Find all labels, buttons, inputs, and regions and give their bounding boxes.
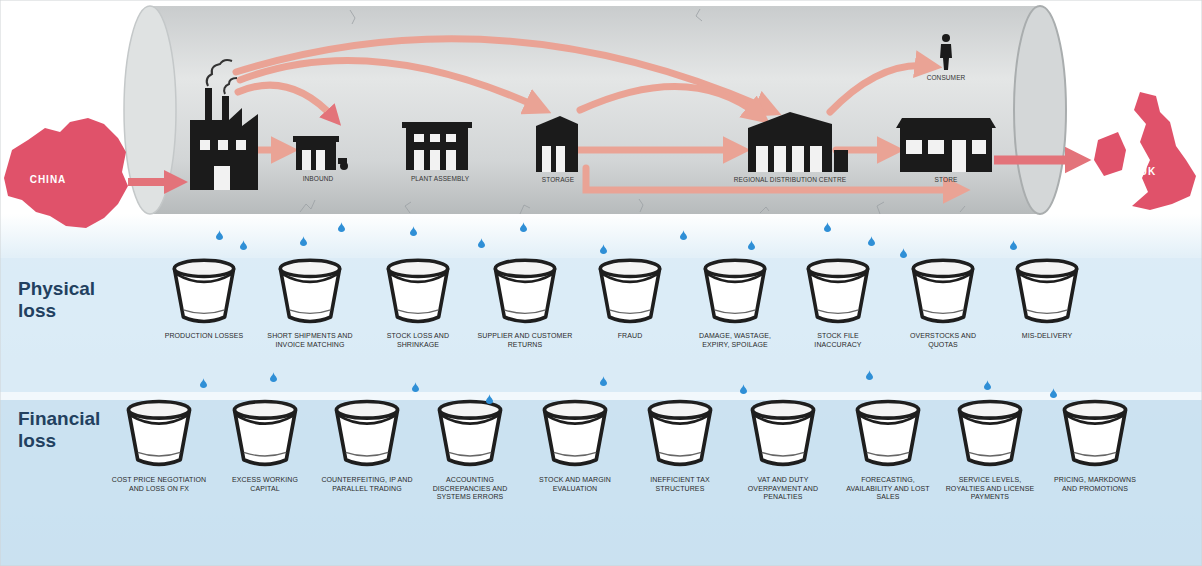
water-drip <box>868 236 875 246</box>
stage-label: STORE <box>921 176 971 184</box>
bucket-label: SERVICE LEVELS, ROYALTIES AND LICENSE PA… <box>944 476 1036 502</box>
country-label: CHINA <box>13 174 83 186</box>
bucket-label: SHORT SHIPMENTS AND INVOICE MATCHING <box>260 332 360 349</box>
water-drip <box>520 222 527 232</box>
bucket-label: SUPPLIER AND CUSTOMER RETURNS <box>475 332 575 349</box>
bucket-label: ACCOUNTING DISCREPANCIES AND SYSTEMS ERR… <box>424 476 516 502</box>
water-drip <box>338 222 345 232</box>
water-drip <box>824 222 831 232</box>
bucket-label: STOCK AND MARGIN EVALUATION <box>529 476 621 493</box>
water-drip <box>412 382 419 392</box>
water-drip <box>600 244 607 254</box>
water-drip <box>740 384 747 394</box>
water-drip <box>600 376 607 386</box>
water-drip <box>1050 388 1057 398</box>
bucket-label: FORECASTING, AVAILABILITY AND LOST SALES <box>842 476 934 502</box>
bucket-label: STOCK LOSS AND SHRINKAGE <box>370 332 466 349</box>
loss-band: Physical loss <box>0 258 1202 392</box>
water-drip <box>866 370 873 380</box>
water-drip <box>748 240 755 250</box>
bucket-label: EXCESS WORKING CAPITAL <box>219 476 311 493</box>
water-drip <box>410 226 417 236</box>
bucket-label: DAMAGE, WASTAGE, EXPIRY, SPOILAGE <box>687 332 783 349</box>
water-drip <box>200 378 207 388</box>
water-drip <box>1010 240 1017 250</box>
bucket-label: OVERSTOCKS AND QUOTAS <box>898 332 988 349</box>
bucket-label: COST PRICE NEGOTIATION AND LOSS ON FX <box>111 476 207 493</box>
water-drip <box>680 230 687 240</box>
water-drip <box>486 394 493 404</box>
water-drip <box>216 230 223 240</box>
bucket-label: STOCK FILE INACCURACY <box>793 332 883 349</box>
stage-label: STORAGE <box>528 176 588 184</box>
bucket-label: FRAUD <box>585 332 675 341</box>
water-drip <box>270 372 277 382</box>
water-drip <box>984 380 991 390</box>
water-drip <box>300 236 307 246</box>
bucket-label: COUNTERFEITING, IP AND PARALLEL TRADING <box>321 476 413 493</box>
bucket-label: VAT AND DUTY OVERPAYMENT AND PENALTIES <box>737 476 829 502</box>
bucket-label: INEFFICIENT TAX STRUCTURES <box>634 476 726 493</box>
stage-label: REGIONAL DISTRIBUTION CENTRE <box>725 176 855 184</box>
stage-label: PLANT ASSEMBLY <box>400 175 480 183</box>
water-drip <box>478 238 485 248</box>
country-label: UK <box>1128 166 1168 178</box>
stage-label: INBOUND <box>288 175 348 183</box>
bucket-label: PRODUCTION LOSSES <box>156 332 252 341</box>
water-drip <box>240 240 247 250</box>
bucket-label: MIS-DELIVERY <box>1002 332 1092 341</box>
stage-label: CONSUMER <box>921 74 971 82</box>
water-drip <box>900 248 907 258</box>
bucket-label: PRICING, MARKDOWNS AND PROMOTIONS <box>1049 476 1141 493</box>
band-heading: Physical loss <box>18 278 118 322</box>
band-heading: Financial loss <box>18 408 118 452</box>
